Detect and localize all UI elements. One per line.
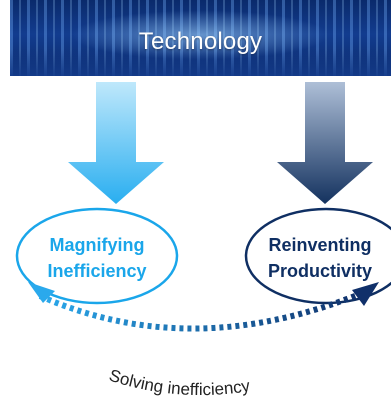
- right-down-arrow: [277, 82, 373, 204]
- node-left-line1: Magnifying: [50, 235, 145, 255]
- node-right-line2: Productivity: [268, 261, 372, 281]
- technology-banner: Technology: [10, 0, 391, 76]
- node-left-outline: [15, 207, 179, 305]
- node-right-line1: Reinventing: [268, 235, 371, 255]
- node-magnifying-inefficiency: Magnifying Inefficiency: [15, 207, 179, 305]
- left-down-arrow: [68, 82, 164, 204]
- solving-inefficiency-curve: [38, 291, 362, 332]
- node-reinventing-productivity: Reinventing Productivity: [244, 207, 391, 305]
- node-right-outline: [244, 207, 391, 305]
- node-left-line2: Inefficiency: [47, 261, 146, 281]
- banner-title: Technology: [138, 28, 263, 55]
- curve-left-arrowhead: [28, 282, 55, 303]
- caption-text: Solving inefficiency: [107, 366, 252, 399]
- solving-inefficiency-caption: Solving inefficiency: [107, 366, 252, 399]
- banner-floor-shade: [10, 50, 391, 76]
- curve-right-arrowhead: [352, 282, 379, 306]
